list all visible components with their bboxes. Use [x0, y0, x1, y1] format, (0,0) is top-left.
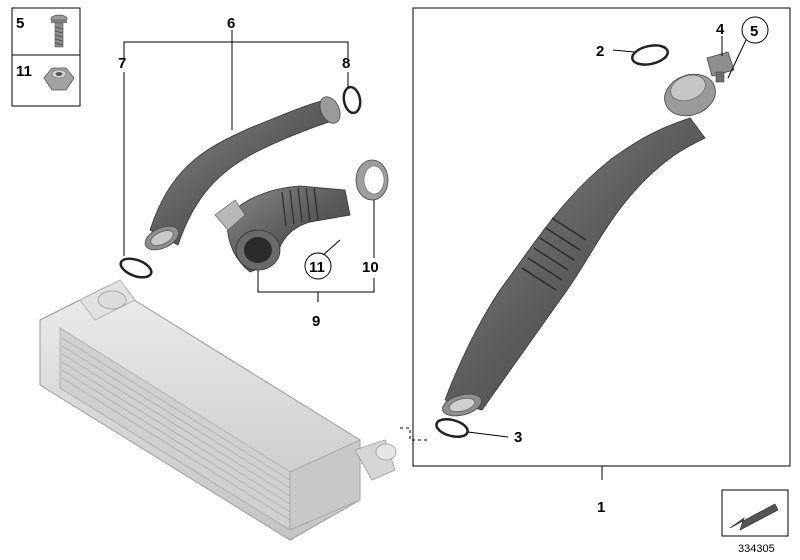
charge-air-pipe-1 — [442, 73, 716, 417]
callout-10: 10 — [362, 259, 379, 276]
charge-air-elbow-9 — [214, 185, 351, 273]
pressure-sensor-4 — [706, 51, 735, 83]
callout-8: 8 — [342, 55, 350, 72]
direction-arrow-icon — [729, 503, 779, 531]
intercooler — [39, 279, 397, 541]
screw-icon — [50, 14, 68, 48]
o-ring-2 — [631, 44, 669, 66]
callout-7: 7 — [118, 55, 126, 72]
o-ring-8 — [342, 85, 362, 115]
legend-box: 5 11 — [11, 7, 81, 107]
legend-number-11: 11 — [16, 63, 32, 80]
callout-4: 4 — [716, 21, 725, 38]
callout-6: 6 — [227, 15, 235, 32]
callout-11: 11 — [309, 259, 325, 276]
callout-1: 1 — [597, 499, 605, 516]
o-ring-3 — [435, 417, 469, 439]
hex-nut-icon — [43, 67, 75, 91]
legend-number-5: 5 — [16, 15, 24, 32]
reference-number: 334305 — [738, 543, 775, 555]
reference-box: 334305 — [721, 489, 789, 555]
leader-lines — [123, 30, 747, 480]
callout-3: 3 — [514, 429, 522, 446]
callout-2: 2 — [596, 43, 604, 60]
clamp-ring-10 — [355, 159, 389, 201]
callout-5-circle — [741, 16, 769, 44]
charge-air-hose-6 — [144, 96, 341, 251]
o-ring-7 — [119, 257, 153, 279]
callout-5: 5 — [750, 23, 758, 40]
callout-9: 9 — [312, 313, 320, 330]
callout-11-circle — [304, 252, 332, 280]
